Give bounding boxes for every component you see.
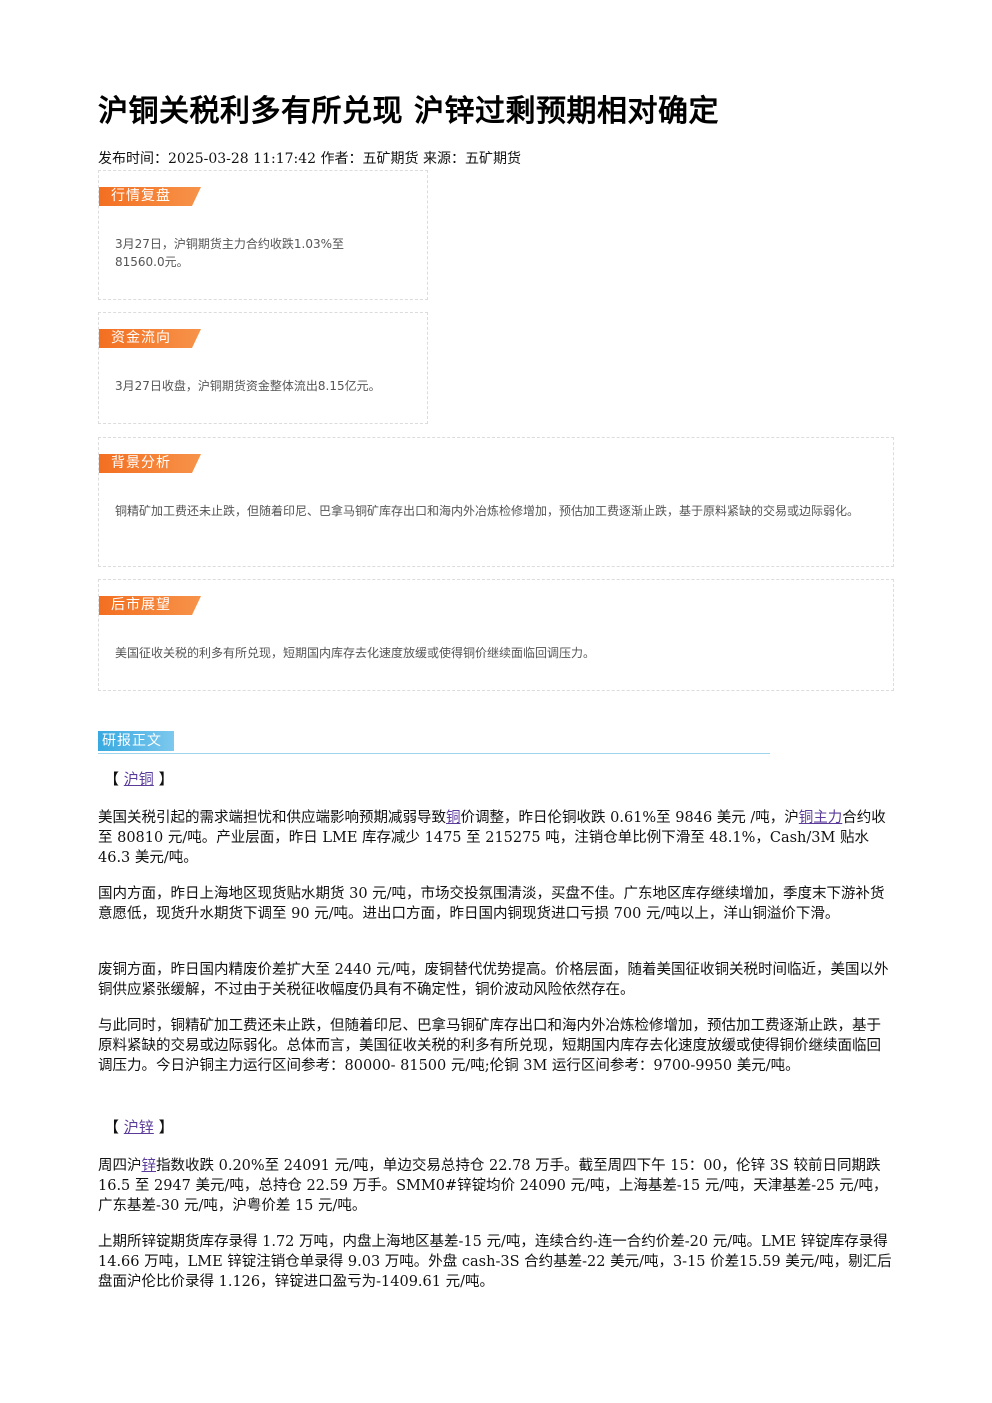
box-tag: 后市展望: [99, 596, 201, 615]
zinc-paragraph-2: 上期所锌锭期货库存录得 1.72 万吨，内盘上海地区基差-15 元/吨，连续合约…: [98, 1234, 892, 1290]
summary-box-outlook: 后市展望 美国征收关税的利多有所兑现，短期国内库存去化速度放缓或使得铜价继续面临…: [98, 579, 894, 691]
bracket-open: 【: [104, 770, 120, 788]
box-tag: 背景分析: [99, 454, 201, 473]
zinc-link-inline[interactable]: 锌: [141, 1158, 157, 1174]
summary-box-market-review: 行情复盘 3月27日，沪铜期货主力合约收跌1.03%至81560.0元。: [98, 170, 428, 300]
box-text: 美国征收关税的利多有所兑现，短期国内库存去化速度放缓或使得铜价继续面临回调压力。: [115, 646, 596, 660]
bracket-close: 】: [158, 1118, 174, 1136]
text: 指数收跌 0.20%至 24091 元/吨，单边交易总持仓 22.78 万手。截…: [98, 1158, 888, 1214]
copper-link-inline[interactable]: 铜: [446, 810, 461, 826]
copper-paragraph-4: 与此同时，铜精矿加工费还未止跌，但随着印尼、巴拿马铜矿库存出口和海内外冶炼检修增…: [98, 1018, 881, 1074]
section-title: 研报正文: [98, 731, 174, 751]
box-text: 3月27日收盘，沪铜期货资金整体流出8.15亿元。: [115, 379, 381, 393]
zinc-heading: 【 沪锌 】: [104, 1116, 174, 1137]
copper-link[interactable]: 沪铜: [123, 770, 154, 788]
copper-paragraph-2: 国内方面，昨日上海地区现货贴水期货 30 元/吨，市场交投氛围清淡，买盘不佳。广…: [98, 886, 885, 922]
text: 合约收至 80810 元/吨。产业层面，昨日 LME 库存减少 1475 至 2…: [98, 810, 886, 866]
section-header: 研报正文: [98, 731, 770, 754]
text: 价调整，昨日伦铜收跌 0.61%至 9846 美元 /吨，沪: [460, 810, 799, 826]
copper-paragraph-3: 废铜方面，昨日国内精废价差扩大至 2440 元/吨，废铜替代优势提高。价格层面，…: [98, 962, 889, 998]
bracket-close: 】: [158, 770, 174, 788]
text: 美国关税引起的需求端担忧和供应端影响预期减弱导致: [98, 810, 446, 826]
zinc-link[interactable]: 沪锌: [123, 1118, 154, 1136]
summary-box-background: 背景分析 铜精矿加工费还未止跌，但随着印尼、巴拿马铜矿库存出口和海内外冶炼检修增…: [98, 437, 894, 567]
box-text: 3月27日，沪铜期货主力合约收跌1.03%至81560.0元。: [115, 237, 345, 269]
zinc-paragraph-1: 周四沪锌指数收跌 0.20%至 24091 元/吨，单边交易总持仓 22.78 …: [98, 1156, 894, 1216]
copper-main-link[interactable]: 铜主力: [798, 810, 843, 826]
summary-box-capital-flow: 资金流向 3月27日收盘，沪铜期货资金整体流出8.15亿元。: [98, 312, 428, 424]
copper-heading: 【 沪铜 】: [104, 768, 174, 789]
box-tag: 行情复盘: [99, 187, 201, 206]
text: 周四沪: [98, 1158, 142, 1174]
box-text: 铜精矿加工费还未止跌，但随着印尼、巴拿马铜矿库存出口和海内外冶炼检修增加，预估加…: [115, 504, 860, 518]
bracket-open: 【: [104, 1118, 120, 1136]
box-tag: 资金流向: [99, 329, 201, 348]
publish-meta: 发布时间：2025-03-28 11:17:42 作者：五矿期货 来源：五矿期货: [98, 151, 521, 167]
page-title: 沪铜关税利多有所兑现 沪锌过剩预期相对确定: [98, 94, 719, 129]
copper-paragraph-1: 美国关税引起的需求端担忧和供应端影响预期减弱导致铜价调整，昨日伦铜收跌 0.61…: [98, 808, 894, 868]
